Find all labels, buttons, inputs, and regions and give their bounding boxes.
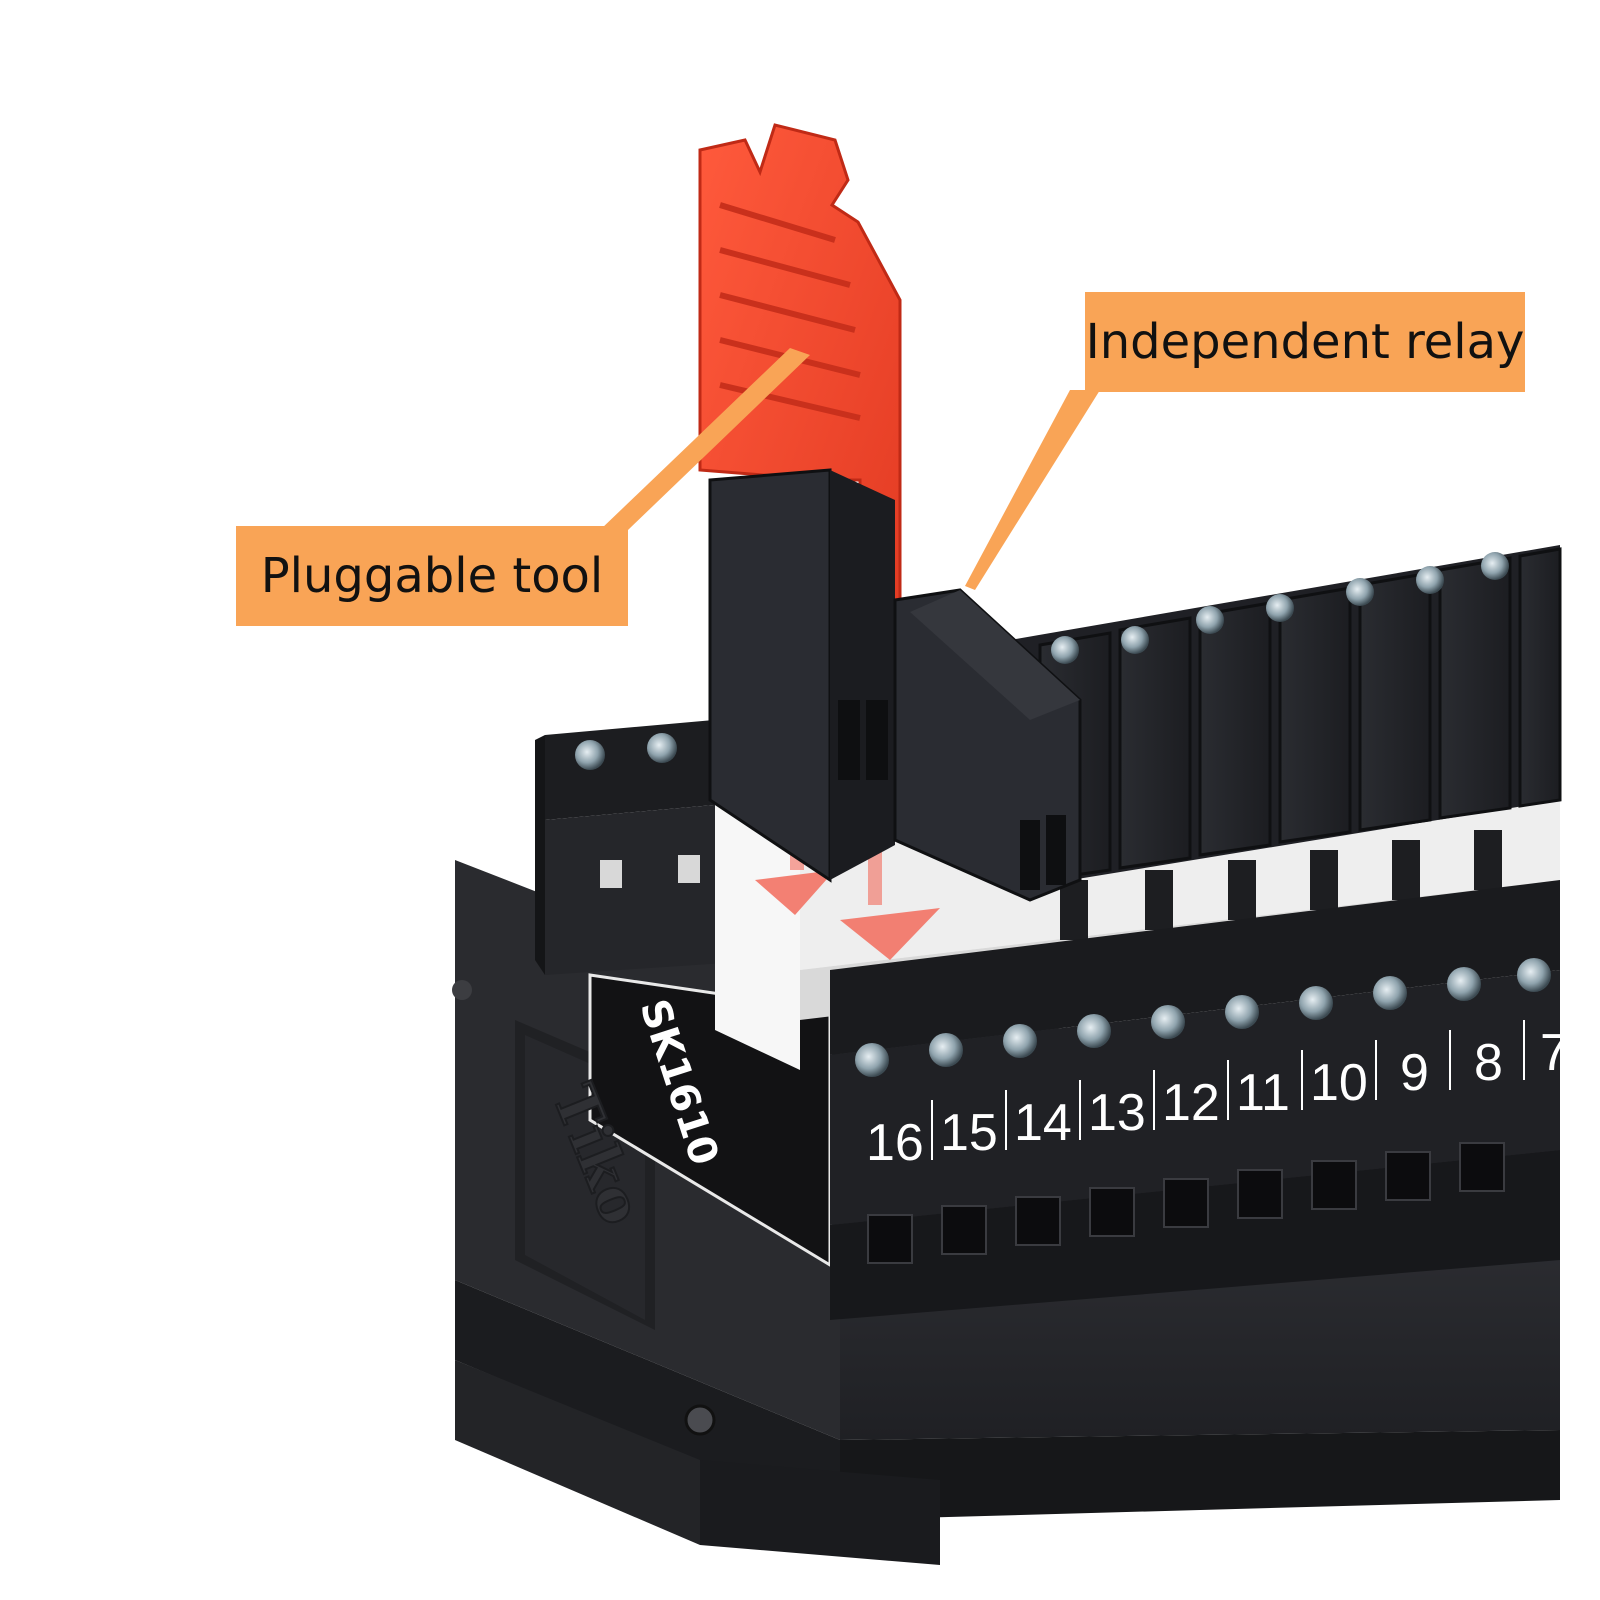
terminal-label-13: 13 bbox=[1088, 1084, 1146, 1142]
terminal-label-12: 12 bbox=[1162, 1074, 1220, 1132]
terminal-label-11: 11 bbox=[1236, 1064, 1290, 1122]
terminal-label-7: 7 bbox=[1540, 1024, 1569, 1082]
terminal-label-8: 8 bbox=[1474, 1034, 1503, 1092]
front-terminal-strip: 16 15 14 13 12 11 10 9 8 7 bbox=[830, 880, 1569, 1320]
independent-relay bbox=[708, 468, 1082, 902]
terminal-label-14: 14 bbox=[1014, 1094, 1072, 1152]
terminal-label-15: 15 bbox=[940, 1104, 998, 1162]
terminal-label-10: 10 bbox=[1310, 1054, 1368, 1112]
independent-relay-callout: Independent relay bbox=[1085, 292, 1525, 392]
terminal-label-9: 9 bbox=[1400, 1044, 1429, 1102]
installed-relays bbox=[1010, 545, 1562, 890]
callout-leaders bbox=[600, 348, 1100, 590]
pluggable-tool-callout: Pluggable tool bbox=[236, 526, 628, 626]
terminal-label-16: 16 bbox=[866, 1114, 924, 1172]
